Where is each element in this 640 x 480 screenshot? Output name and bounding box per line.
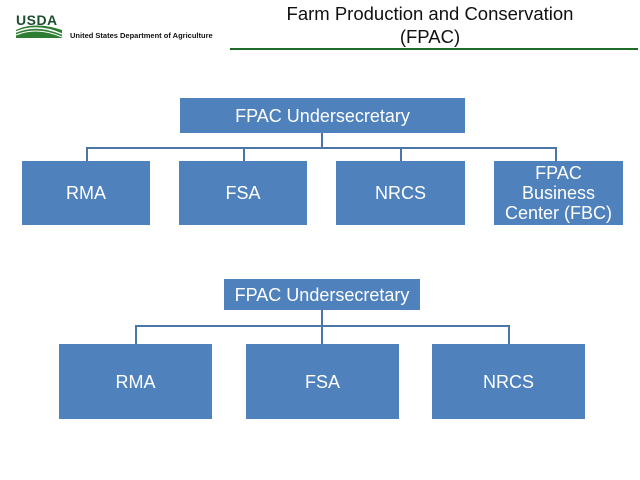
- slide-title: Farm Production and Conservation (FPAC): [250, 2, 610, 48]
- chart2-nrcs-label: NRCS: [482, 371, 534, 392]
- chart2-drop-fsa: [321, 325, 323, 344]
- chart1-box-rma: RMA: [22, 161, 150, 225]
- chart2-box-rma: RMA: [59, 344, 212, 419]
- chart2-rma-label: RMA: [115, 371, 156, 392]
- chart1-fbc-line-1: FPAC: [535, 163, 582, 183]
- chart1-box-fbc: FPAC Business Center (FBC): [494, 161, 623, 225]
- chart1-rma-label: RMA: [66, 183, 106, 203]
- chart2-root-label: FPAC Undersecretary: [234, 284, 410, 305]
- chart1-fsa-label: FSA: [225, 183, 261, 203]
- chart1-drop-rma: [86, 147, 88, 161]
- usda-logo-icon: [15, 25, 63, 38]
- chart2-root-stem: [321, 310, 323, 326]
- logo-text: USDA: [16, 12, 58, 28]
- title-line-2: (FPAC): [399, 26, 461, 47]
- chart1-fbc-line-3: Center (FBC): [504, 203, 612, 223]
- chart2-box-nrcs: NRCS: [432, 344, 585, 419]
- usda-logo: [14, 8, 64, 45]
- chart1-box-fsa: FSA: [179, 161, 307, 225]
- chart1-fbc-line-2: Business: [521, 183, 596, 203]
- chart2-fsa-label: FSA: [304, 371, 340, 392]
- agency-name: United States Department of Agriculture: [70, 31, 213, 40]
- title-line-1: Farm Production and Conservation: [286, 3, 574, 24]
- chart1-drop-nrcs: [400, 147, 402, 161]
- header-rule: [230, 48, 638, 50]
- chart1-nrcs-label: NRCS: [374, 183, 426, 203]
- chart1-root-stem: [321, 133, 323, 148]
- chart2-box-fsa: FSA: [246, 344, 399, 419]
- chart2-drop-rma: [135, 325, 137, 344]
- chart2-drop-nrcs: [508, 325, 510, 344]
- chart1-root-box: FPAC Undersecretary: [180, 98, 465, 133]
- chart1-drop-fbc: [555, 147, 557, 161]
- chart1-drop-fsa: [243, 147, 245, 161]
- chart1-root-label: FPAC Undersecretary: [235, 105, 410, 126]
- chart1-box-nrcs: NRCS: [336, 161, 465, 225]
- chart1-bus: [86, 147, 556, 149]
- chart2-root-box: FPAC Undersecretary: [224, 279, 420, 310]
